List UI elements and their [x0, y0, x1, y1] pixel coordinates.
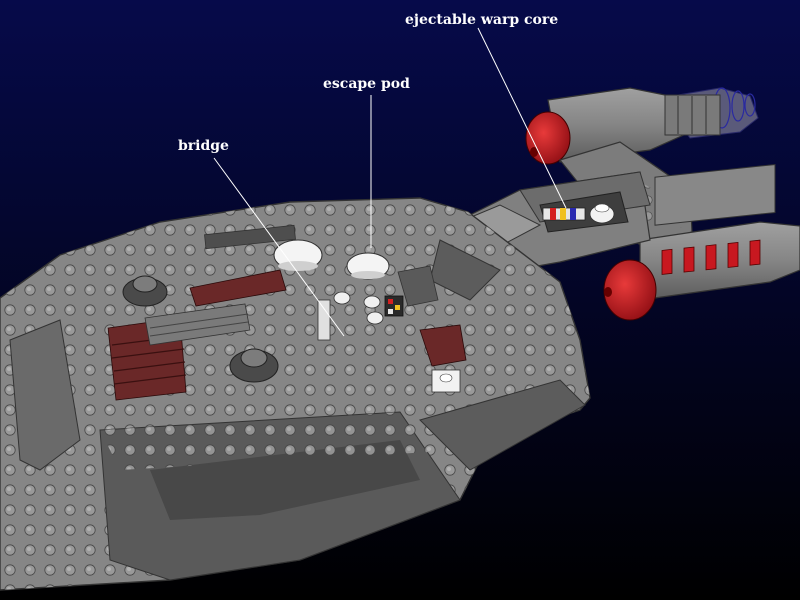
- bridge-dome: [273, 239, 323, 271]
- turret-left: [122, 275, 168, 307]
- callout-bridge: bridge: [178, 138, 229, 154]
- escape-pod-dome: [346, 252, 390, 280]
- bridge-leader: [213, 157, 345, 337]
- main-hull: [0, 197, 591, 591]
- warp-core-leader: [477, 27, 567, 209]
- callout-leaders: [213, 27, 567, 337]
- bridge-controls: [333, 291, 404, 325]
- warp-core-assembly: [542, 203, 615, 224]
- callout-escape-pod: escape pod: [323, 76, 410, 92]
- callout-warp-core: ejectable warp core: [405, 12, 559, 28]
- lower-nacelle: [603, 163, 800, 321]
- upper-nacelle: [525, 87, 759, 165]
- turret-right: [229, 348, 279, 383]
